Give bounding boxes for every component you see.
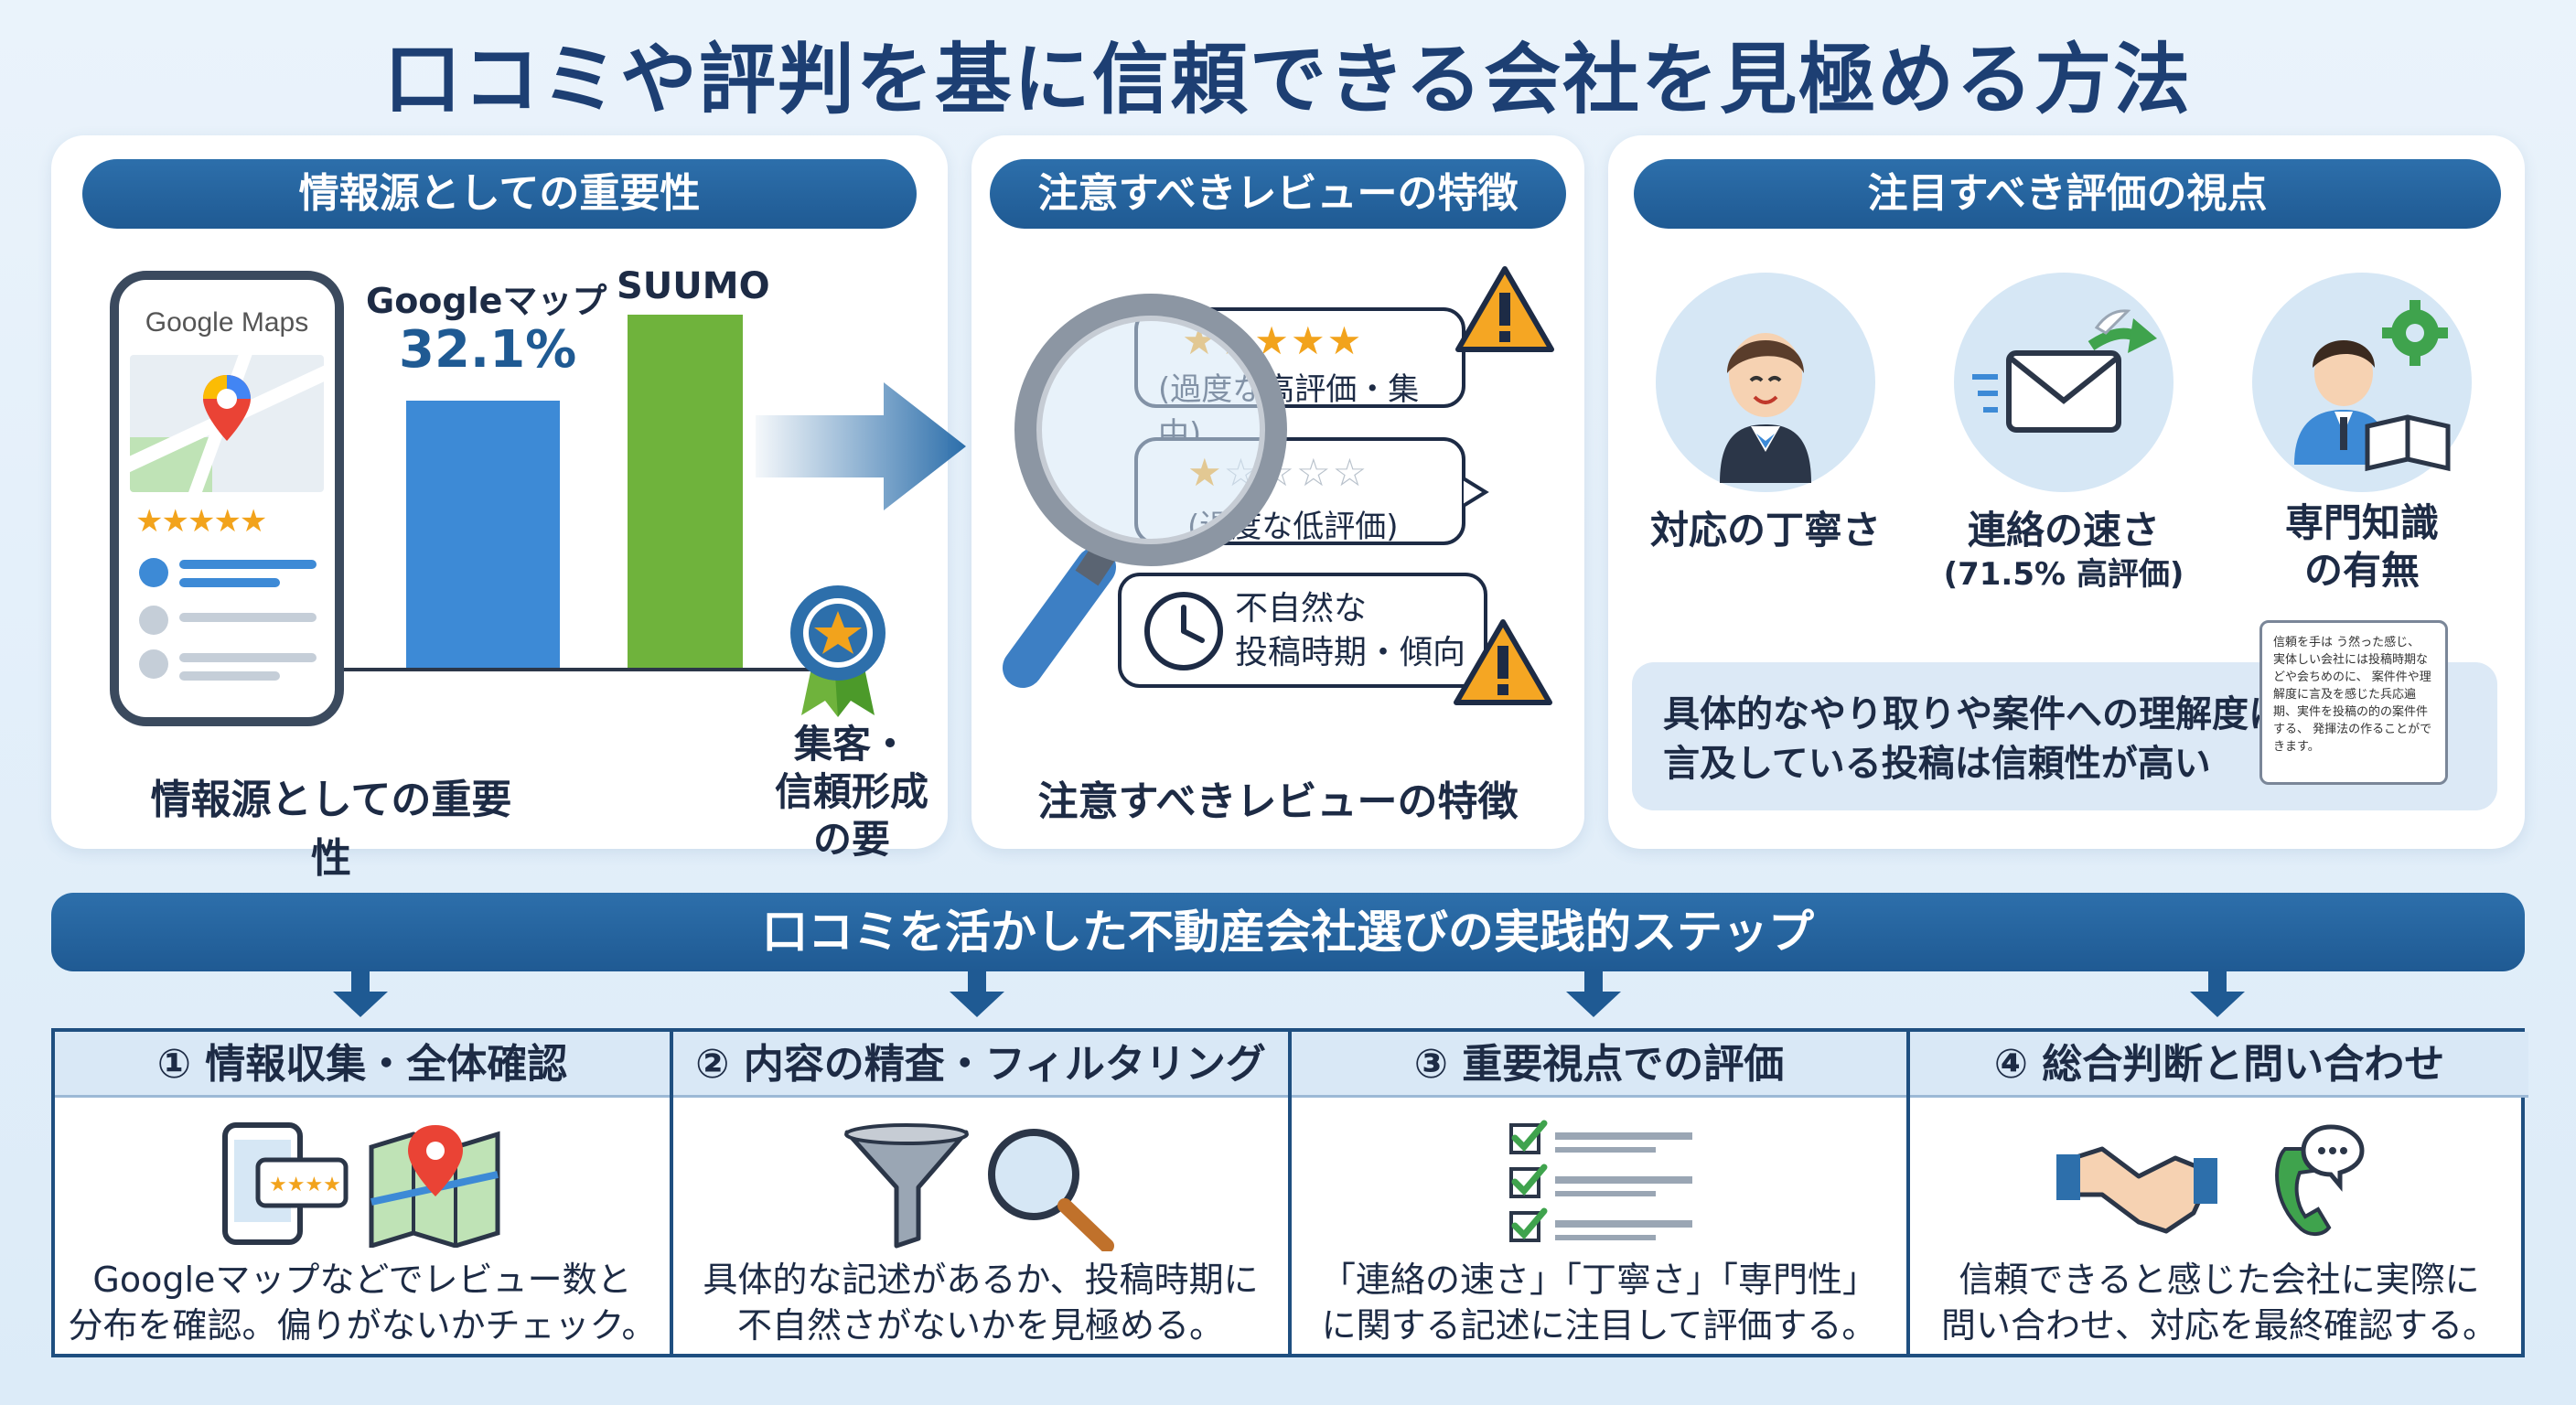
step-description: 具体的な記述があるか、投稿時期に 不自然さがないかを見極める。 (673, 1257, 1288, 1348)
step-3: ③ 重要視点での評価 「連絡の速さ」「丁寧さ」「専門性」 に関する記述に注目して… (1292, 1032, 1910, 1354)
badge-caption: 集客・ 信頼形成の要 (765, 721, 939, 863)
phone-illustration: Google Maps ★★★★★ (110, 271, 344, 726)
map-icon (130, 355, 324, 492)
phone-map-icon: ★★★★ (222, 1122, 500, 1248)
warning-icon (1455, 266, 1554, 352)
insight-text: 具体的なやり取りや案件への理解度に 言及している投稿は信頼性が高い (1663, 690, 2285, 788)
warning-icon (1454, 619, 1552, 705)
step-description-line1: Googleマップなどでレビュー数と (92, 1260, 632, 1300)
down-arrow-icon (2190, 971, 2245, 1017)
point-response-speed-sub: (71.5% 高評価) (1943, 556, 2184, 593)
google-bar (406, 401, 560, 668)
step-description-line2: 分布を確認。偏りがないかチェック。 (68, 1305, 657, 1346)
point-response-speed: 連絡の速さ (1967, 508, 2160, 552)
review-note-card: 信頼を手は う然った感じ、 実体しい会社には投稿時期などや会ちめのに、 案件件や… (2259, 620, 2448, 785)
steps-banner: 口コミを活かした不動産会社選びの実践的ステップ (51, 893, 2525, 971)
suumo-bar-label: SUUMO (617, 265, 770, 307)
step-2: ② 内容の精査・フィルタリング 具体的な記述があるか、投稿時期に 不自然さがない… (673, 1032, 1292, 1354)
insight-text-line2: 言及している投稿は信頼性が高い (1663, 743, 2211, 785)
panel2-caption: 注意すべきレビューの特徴 (1037, 778, 1519, 825)
step-title: ① 情報収集・全体確認 (55, 1032, 670, 1098)
panel-header: 注目すべき評価の視点 (1634, 159, 2501, 229)
steps-table: ① 情報収集・全体確認 ★★★★ Googleマップなどでレビュー数と 分布を確… (51, 1028, 2528, 1357)
review-text-line2: 投稿時期・傾向 (1235, 634, 1466, 671)
filter-search-icon (844, 1123, 1114, 1251)
point-expertise-line2: の有無 (2303, 548, 2420, 593)
clock-icon (1144, 592, 1223, 670)
down-arrow-icon (333, 971, 388, 1017)
panel-information-source: 情報源としての重要性 Google Maps ★★★★★ Googleマップ 3… (51, 135, 966, 882)
step-title: ③ 重要視点での評価 (1292, 1032, 1906, 1098)
step-description: 「連絡の速さ」「丁寧さ」「専門性」 に関する記述に注目して評価する。 (1292, 1257, 1906, 1348)
google-maps-label: Google Maps (145, 307, 309, 338)
handshake-phone-icon (2056, 1124, 2365, 1236)
svg-text:★★★★: ★★★★ (269, 1174, 341, 1196)
down-arrow-icon (950, 971, 1004, 1017)
staff-icon (1656, 273, 1875, 492)
page-title: 口コミや評判を基に信頼できる会社を見極める方法 (383, 35, 2193, 124)
email-icon (1954, 273, 2174, 492)
review-bubble-time: 不自然な 投稿時期・傾向 (1118, 573, 1487, 688)
step-1: ① 情報収集・全体確認 ★★★★ Googleマップなどでレビュー数と 分布を確… (55, 1032, 673, 1354)
panel-header: 注意すべきレビューの特徴 (990, 159, 1566, 229)
checklist-icon (1509, 1120, 1692, 1242)
google-bar-label: Googleマップ (366, 281, 607, 321)
map-pin-icon (203, 375, 251, 441)
panel-header: 情報源としての重要性 (82, 159, 917, 229)
step-description-line1: 「連絡の速さ」「丁寧さ」「専門性」 (1320, 1260, 1877, 1300)
step-title: ② 内容の精査・フィルタリング (673, 1032, 1288, 1098)
chart-baseline (344, 668, 827, 671)
step-title: ④ 総合判断と問い合わせ (1910, 1032, 2528, 1098)
step-description-line1: 信頼できると感じた会社に実際に (1959, 1260, 2480, 1300)
panel1-caption: 情報源としての重要性 (150, 777, 512, 882)
step-description-line1: 具体的な記述があるか、投稿時期に (703, 1260, 1259, 1300)
point-expertise-line1: 専門知識 (2284, 500, 2439, 545)
step-description-line2: に関する記述に注目して評価する。 (1321, 1305, 1877, 1346)
badge-caption-line1: 集客・ (793, 722, 909, 767)
panel-evaluation-points: 注目すべき評価の視点 対応の丁寧さ 連絡の速さ (71.5% 高評価) (1608, 135, 2525, 849)
rating-stars-icon: ★★★★★ (135, 503, 267, 540)
insight-text-line1: 具体的なやり取りや案件への理解度に (1663, 693, 2285, 735)
step-4: ④ 総合判断と問い合わせ 信頼できると感じた会社に実際に 問い合わせ、対応を最終… (1910, 1032, 2528, 1354)
down-arrow-icon (1566, 971, 1621, 1017)
google-bar-value: 32.1% (399, 320, 577, 380)
step-description: Googleマップなどでレビュー数と 分布を確認。偏りがないかチェック。 (55, 1257, 670, 1348)
suumo-bar (628, 315, 743, 668)
magnifier-icon (1003, 294, 1287, 688)
arrow-right-icon (756, 382, 966, 510)
award-badge-icon (790, 585, 886, 717)
step-description: 信頼できると感じた会社に実際に 問い合わせ、対応を最終確認する。 (1910, 1257, 2528, 1348)
badge-caption-line2: 信頼形成の要 (774, 769, 928, 862)
panel-review-features: 注意すべきレビューの特徴 ★★★★★ (過度な高評価・集中) ★☆☆☆☆ (過度… (971, 135, 1584, 849)
expert-icon (2252, 273, 2472, 492)
step-description-line2: 不自然さがないかを見極める。 (736, 1305, 1224, 1346)
review-text-line1: 不自然な (1235, 590, 1368, 627)
review-text: 不自然な 投稿時期・傾向 (1235, 587, 1465, 675)
step-description-line2: 問い合わせ、対応を最終確認する。 (1940, 1305, 2497, 1346)
bubble-tail (1462, 475, 1489, 509)
point-politeness: 対応の丁寧さ (1649, 508, 1881, 552)
point-expertise: 専門知識 の有無 (2234, 499, 2490, 595)
